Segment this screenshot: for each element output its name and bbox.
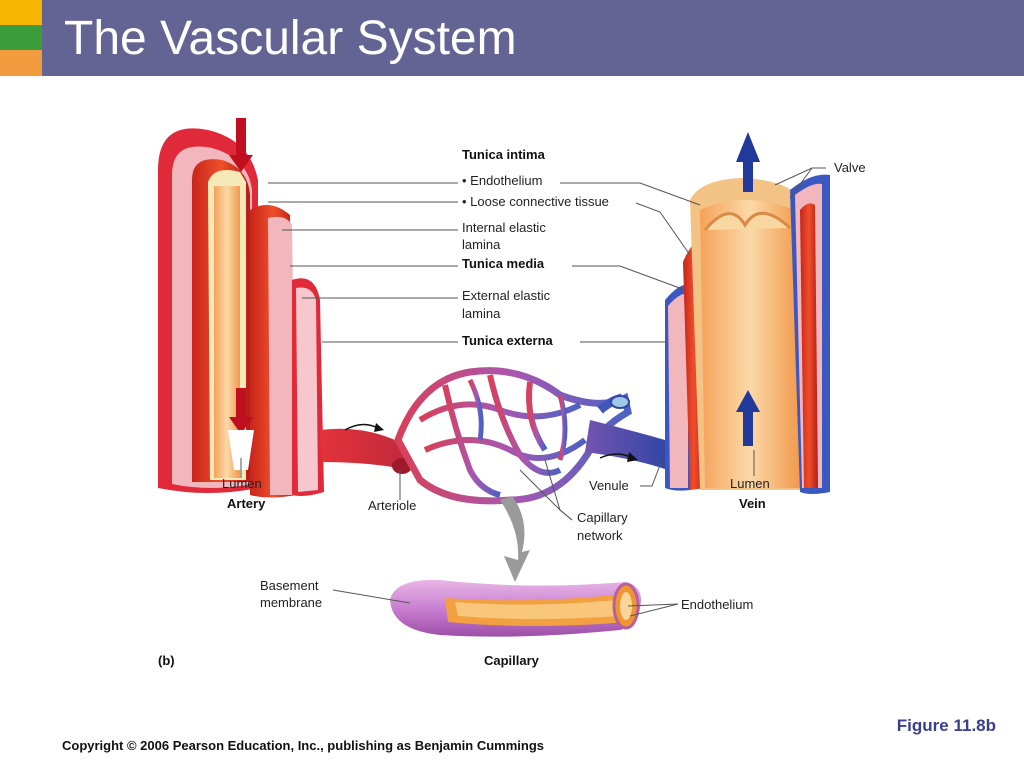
- label-lumen-vein: Lumen: [730, 476, 770, 491]
- label-venule: Venule: [589, 478, 629, 493]
- accent-square-green: [0, 25, 42, 50]
- arrow-up-icon: [743, 160, 753, 192]
- flow-arrow-icon: [374, 423, 384, 432]
- arrow-down-icon: [236, 388, 246, 420]
- capillary-illustration: [390, 579, 641, 637]
- accent-square-yellow: [0, 0, 42, 25]
- arrow-down-icon: [229, 155, 253, 172]
- label-loose-connective-tissue: • Loose connective tissue: [462, 194, 609, 209]
- copyright-notice: Copyright © 2006 Pearson Education, Inc.…: [62, 738, 544, 753]
- arrow-down-icon: [229, 417, 253, 434]
- label-arteriole: Arteriole: [368, 498, 416, 513]
- chevron-down-icon: [500, 496, 530, 582]
- label-vein: Vein: [739, 496, 766, 511]
- label-tunica-intima: Tunica intima: [462, 147, 546, 162]
- artery-illustration: [158, 118, 324, 498]
- leader-lines: [240, 167, 826, 617]
- title-bar: [42, 0, 1024, 76]
- label-capillary: Capillary: [484, 653, 540, 668]
- label-tunica-media: Tunica media: [462, 256, 545, 271]
- label-external-elastic: External elastic: [462, 288, 551, 303]
- flow-arrow-icon: [627, 452, 638, 462]
- arrow-up-icon: [736, 390, 760, 412]
- label-capillary-network-2: network: [577, 528, 623, 543]
- label-lumen-artery: Lumen: [222, 476, 262, 491]
- figure-reference: Figure 11.8b: [896, 716, 996, 735]
- label-tunica-externa: Tunica externa: [462, 333, 554, 348]
- arrow-down-icon: [236, 118, 246, 158]
- label-capillary-network: Capillary: [577, 510, 628, 525]
- vein-illustration: [665, 132, 830, 495]
- arrow-up-icon: [743, 410, 753, 446]
- label-artery: Artery: [227, 496, 266, 511]
- label-external-elastic-lamina: lamina: [462, 306, 501, 321]
- label-basement: Basement: [260, 578, 319, 593]
- label-internal-elastic-lamina: lamina: [462, 237, 501, 252]
- arrow-up-icon: [736, 132, 760, 162]
- label-endothelium: • Endothelium: [462, 173, 542, 188]
- label-panel-b: (b): [158, 653, 175, 668]
- label-basement-membrane: membrane: [260, 595, 322, 610]
- label-internal-elastic: Internal elastic: [462, 220, 546, 235]
- accent-square-orange: [0, 50, 42, 76]
- label-valve: Valve: [834, 160, 866, 175]
- label-endothelium-capillary: Endothelium: [681, 597, 753, 612]
- slide-title: The Vascular System: [64, 12, 517, 65]
